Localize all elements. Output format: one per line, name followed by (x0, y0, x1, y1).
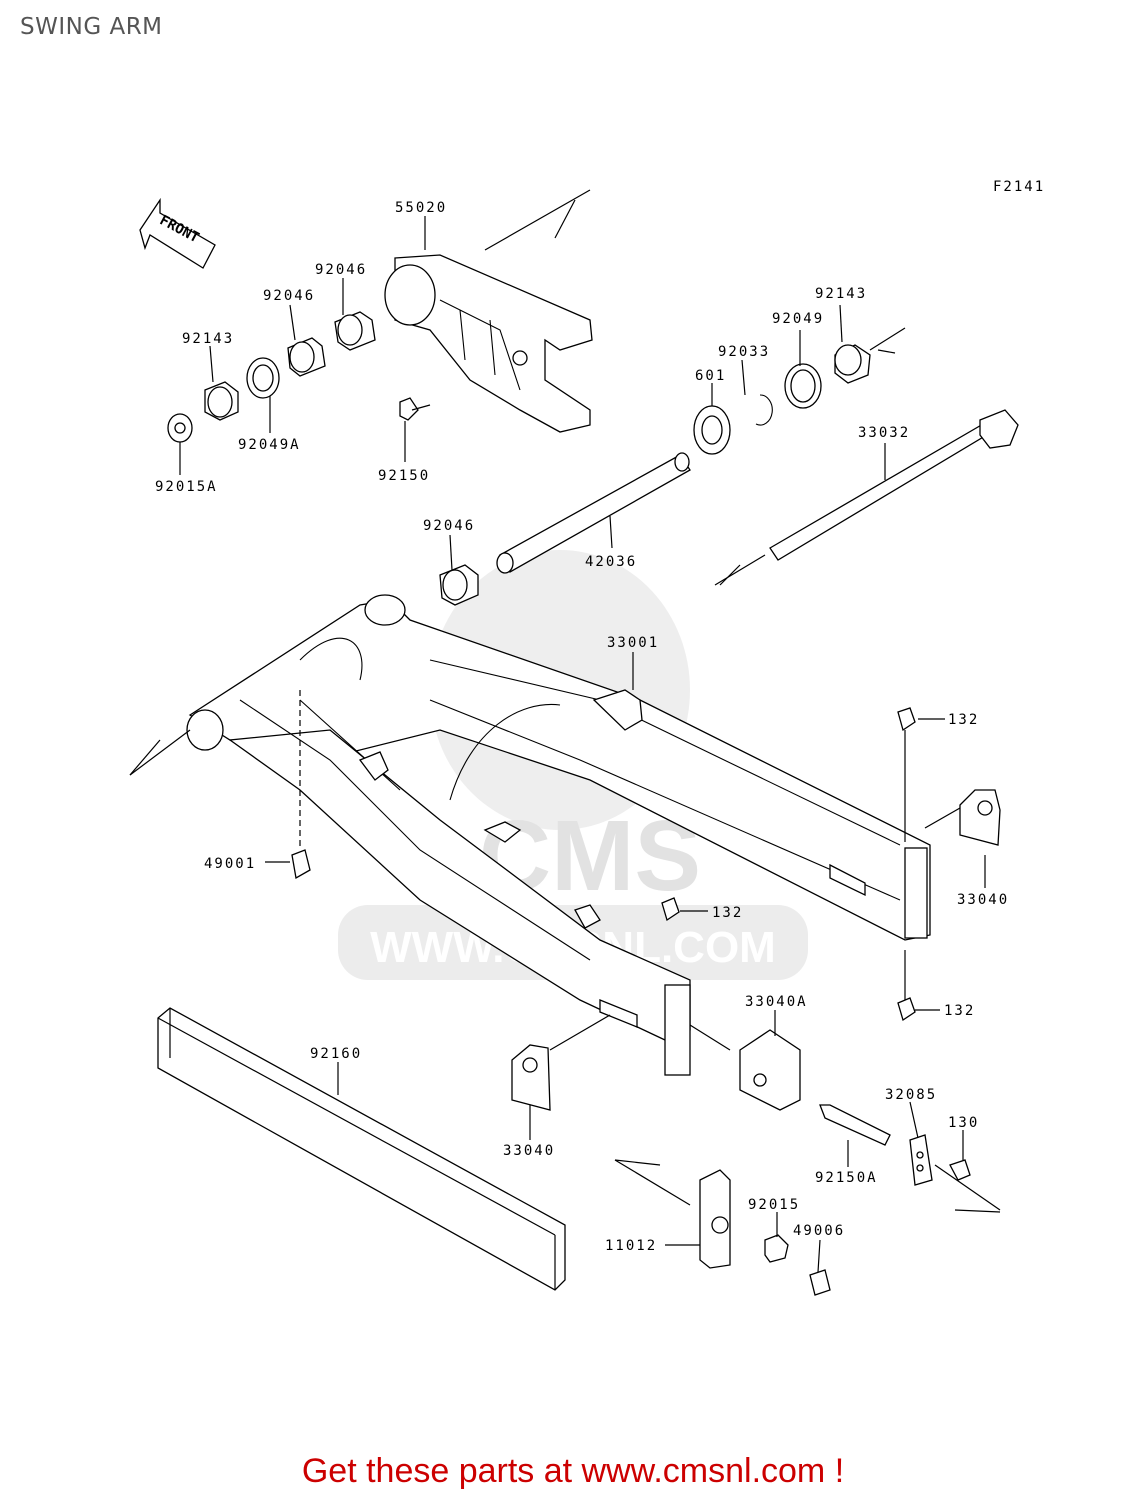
part-label-92150a: 92150A (815, 1170, 878, 1186)
pivot-collar (439, 452, 691, 606)
chain-guide-bracket (384, 189, 593, 433)
chain-slider (157, 1007, 566, 1291)
front-arrow-icon: FRONT (139, 197, 216, 269)
part-label-92160: 92160 (310, 1046, 362, 1062)
part-label-55020: 55020 (395, 200, 447, 216)
part-label-11012: 11012 (605, 1238, 657, 1254)
part-label-33040: 33040 (503, 1143, 555, 1159)
part-label-92015a: 92015A (155, 479, 218, 495)
part-label-132: 132 (944, 1003, 975, 1019)
figure-code: F2141 (993, 179, 1045, 195)
footer-link-text[interactable]: Get these parts at www.cmsnl.com ! (301, 1452, 845, 1490)
part-label-33040a: 33040A (745, 994, 808, 1010)
part-label-42036: 42036 (585, 554, 637, 570)
part-label-49001: 49001 (204, 856, 256, 872)
part-label-92049: 92049 (772, 311, 824, 327)
adjuster-parts (291, 707, 1001, 1296)
leader-lines (179, 216, 986, 1273)
part-label-92046: 92046 (315, 262, 367, 278)
part-label-601: 601 (695, 368, 726, 384)
swing-arm (129, 594, 931, 1076)
part-label-92015: 92015 (748, 1197, 800, 1213)
pivot-shaft (714, 409, 1019, 586)
part-label-33032: 33032 (858, 425, 910, 441)
part-labels: 55020 92046 92046 92143 92049A 92015A 92… (155, 200, 1009, 1254)
part-label-92049a: 92049A (238, 437, 301, 453)
part-label-92033: 92033 (718, 344, 770, 360)
part-label-92046: 92046 (263, 288, 315, 304)
part-label-49006: 49006 (793, 1223, 845, 1239)
part-label-92143: 92143 (182, 331, 234, 347)
part-label-130: 130 (948, 1115, 979, 1131)
part-label-132: 132 (712, 905, 743, 921)
page-title: SWING ARM (20, 14, 163, 40)
part-label-33001: 33001 (607, 635, 659, 651)
pivot-parts-right (693, 327, 906, 455)
part-label-92143: 92143 (815, 286, 867, 302)
part-label-132: 132 (948, 712, 979, 728)
part-label-33040: 33040 (957, 892, 1009, 908)
part-label-92046: 92046 (423, 518, 475, 534)
part-label-32085: 32085 (885, 1087, 937, 1103)
part-label-92150: 92150 (378, 468, 430, 484)
pivot-parts-left (167, 311, 431, 443)
